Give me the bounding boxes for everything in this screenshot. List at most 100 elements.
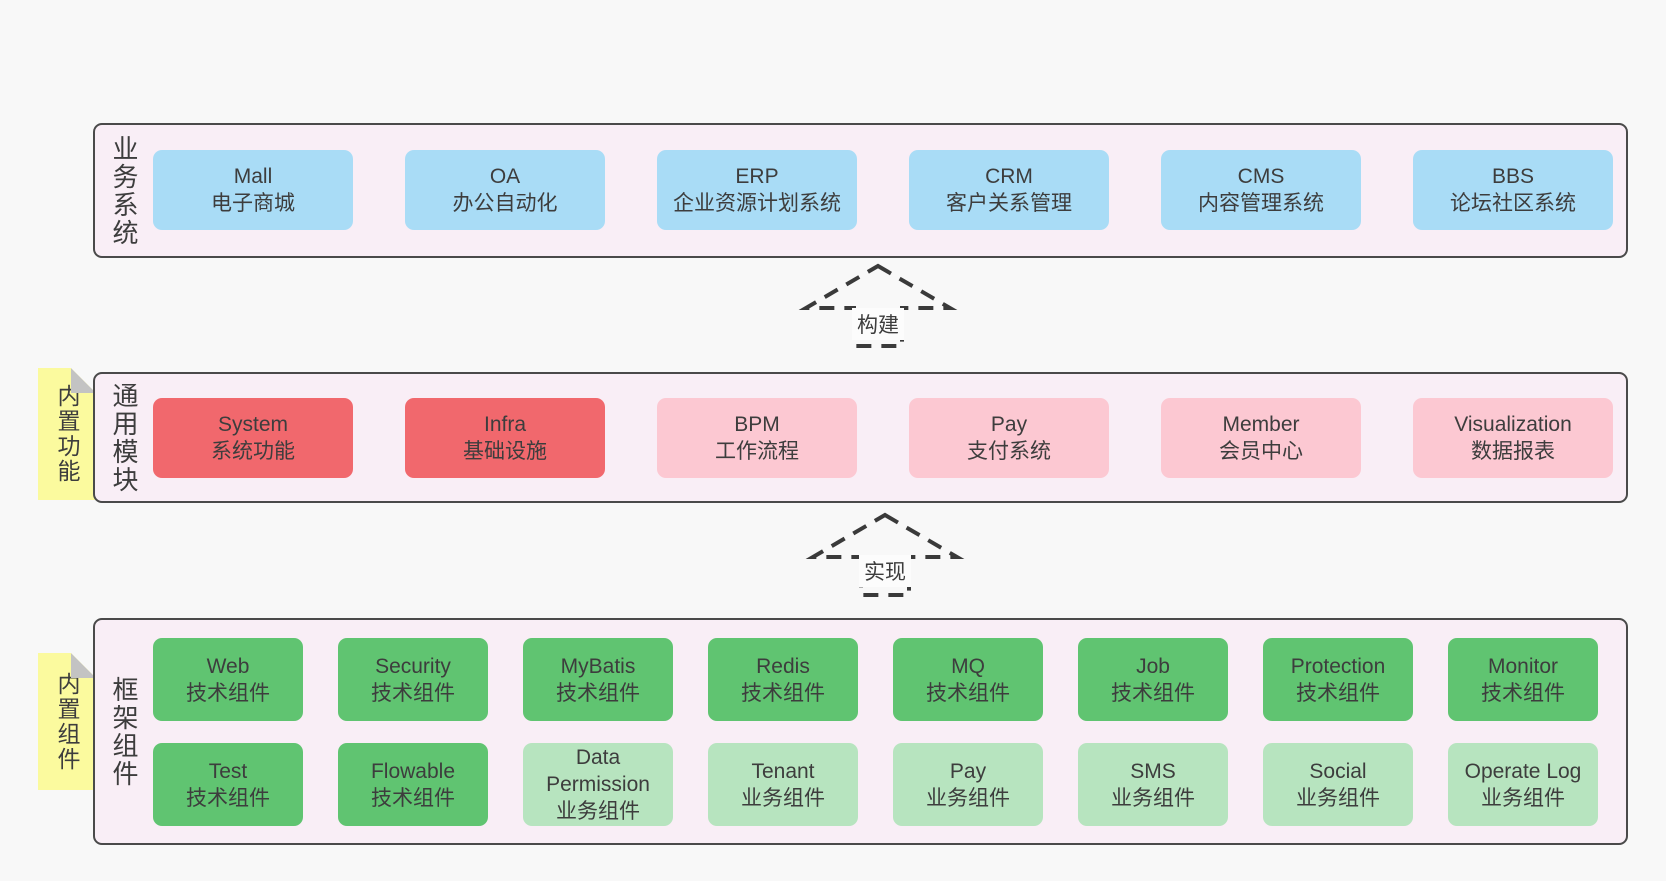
- box-desc: 论坛社区系统: [1450, 192, 1576, 215]
- note-built-in-functions: 内置功能: [38, 368, 96, 500]
- box-member: Member 会员中心: [1161, 398, 1361, 478]
- box-name: Flowable: [370, 759, 456, 783]
- box-desc: 数据报表: [1471, 440, 1555, 463]
- box-tenant: Tenant 业务组件: [708, 743, 858, 826]
- box-infra: Infra 基础设施: [405, 398, 605, 478]
- note-built-in-components: 内置组件: [38, 653, 96, 790]
- box-name: Test: [208, 759, 248, 783]
- box-desc: 技术组件: [186, 786, 270, 810]
- box-desc: 企业资源计划系统: [673, 192, 841, 215]
- box-name: SMS: [1130, 759, 1176, 783]
- box-name: CRM: [985, 165, 1033, 188]
- box-mybatis: MyBatis 技术组件: [523, 638, 673, 721]
- box-name: Visualization: [1454, 413, 1572, 436]
- box-desc: 业务组件: [926, 786, 1010, 810]
- box-desc: 内容管理系统: [1198, 192, 1324, 215]
- box-name: System: [217, 413, 288, 436]
- framework-box-row-1: Web 技术组件 Security 技术组件 MyBatis 技术组件 Redi…: [153, 638, 1598, 721]
- box-name: Job: [1136, 654, 1170, 678]
- box-desc: 技术组件: [556, 681, 640, 705]
- box-desc: 会员中心: [1219, 440, 1303, 463]
- common-box-row: System 系统功能 Infra 基础设施 BPM 工作流程 Pay 支付系统…: [153, 398, 1613, 478]
- box-crm: CRM 客户关系管理: [909, 150, 1109, 230]
- band-framework-components: 框架组件 Web 技术组件 Security 技术组件 MyBatis 技术组件…: [93, 618, 1628, 845]
- box-desc: 技术组件: [1111, 681, 1195, 705]
- box-desc: 业务组件: [1296, 786, 1380, 810]
- box-desc: 电子商城: [211, 192, 295, 215]
- box-cms: CMS 内容管理系统: [1161, 150, 1361, 230]
- box-operate-log: Operate Log 业务组件: [1448, 743, 1598, 826]
- box-name: Infra: [483, 413, 527, 436]
- band-common-label: 通用模块: [109, 381, 139, 494]
- box-visualization: Visualization 数据报表: [1413, 398, 1613, 478]
- box-desc: 办公自动化: [452, 192, 558, 215]
- box-desc: 技术组件: [371, 681, 455, 705]
- box-pay: Pay 支付系统: [909, 398, 1109, 478]
- box-name: Data Permission: [546, 746, 650, 796]
- box-name: Operate Log: [1464, 759, 1582, 783]
- box-data-permission: Data Permission 业务组件: [523, 743, 673, 826]
- box-mq: MQ 技术组件: [893, 638, 1043, 721]
- box-desc: 业务组件: [1481, 786, 1565, 810]
- box-pay-business: Pay 业务组件: [893, 743, 1043, 826]
- note-text: 内置组件: [54, 671, 80, 772]
- band-framework-label: 框架组件: [109, 675, 139, 788]
- box-name: MQ: [951, 654, 985, 678]
- box-name: BBS: [1491, 165, 1535, 188]
- box-desc: 工作流程: [715, 440, 799, 463]
- box-name: OA: [489, 165, 521, 188]
- band-business-systems: 业务系统 Mall 电子商城 OA 办公自动化 ERP 企业资源计划系统 CRM…: [93, 123, 1628, 258]
- box-name: CMS: [1237, 165, 1285, 188]
- band-common-modules: 通用模块 System 系统功能 Infra 基础设施 BPM 工作流程 Pay…: [93, 372, 1628, 503]
- box-test: Test 技术组件: [153, 743, 303, 826]
- box-desc: 技术组件: [1481, 681, 1565, 705]
- note-text: 内置功能: [54, 384, 80, 484]
- box-name: Pay: [990, 413, 1028, 436]
- box-desc: 客户关系管理: [946, 192, 1072, 215]
- box-name: Protection: [1290, 654, 1386, 678]
- box-flowable: Flowable 技术组件: [338, 743, 488, 826]
- arrow-implement-label: 实现: [859, 555, 911, 587]
- box-name: Web: [206, 654, 250, 678]
- box-erp: ERP 企业资源计划系统: [657, 150, 857, 230]
- box-protection: Protection 技术组件: [1263, 638, 1413, 721]
- framework-box-row-2: Test 技术组件 Flowable 技术组件 Data Permission …: [153, 743, 1598, 826]
- box-name: Security: [375, 654, 451, 678]
- box-name: Pay: [949, 759, 987, 783]
- box-redis: Redis 技术组件: [708, 638, 858, 721]
- box-name: MyBatis: [560, 654, 636, 678]
- box-desc: 业务组件: [556, 800, 640, 823]
- box-system: System 系统功能: [153, 398, 353, 478]
- box-sms: SMS 业务组件: [1078, 743, 1228, 826]
- box-desc: 技术组件: [926, 681, 1010, 705]
- box-security: Security 技术组件: [338, 638, 488, 721]
- box-desc: 业务组件: [741, 786, 825, 810]
- box-desc: 技术组件: [1296, 681, 1380, 705]
- box-desc: 基础设施: [463, 440, 547, 463]
- box-desc: 系统功能: [211, 440, 295, 463]
- box-name: ERP: [735, 165, 779, 188]
- business-box-row: Mall 电子商城 OA 办公自动化 ERP 企业资源计划系统 CRM 客户关系…: [153, 150, 1613, 230]
- band-business-label: 业务系统: [109, 134, 139, 247]
- box-desc: 技术组件: [186, 681, 270, 705]
- box-name: Monitor: [1487, 654, 1559, 678]
- box-bpm: BPM 工作流程: [657, 398, 857, 478]
- box-name: Tenant: [751, 759, 815, 783]
- box-oa: OA 办公自动化: [405, 150, 605, 230]
- box-social: Social 业务组件: [1263, 743, 1413, 826]
- box-mall: Mall 电子商城: [153, 150, 353, 230]
- box-monitor: Monitor 技术组件: [1448, 638, 1598, 721]
- box-name: Mall: [233, 165, 273, 188]
- box-desc: 业务组件: [1111, 786, 1195, 810]
- box-job: Job 技术组件: [1078, 638, 1228, 721]
- box-name: Social: [1309, 759, 1367, 783]
- box-name: Member: [1222, 413, 1300, 436]
- box-name: Redis: [756, 654, 810, 678]
- box-desc: 支付系统: [967, 440, 1051, 463]
- box-name: BPM: [734, 413, 780, 436]
- arrow-build-label: 构建: [852, 308, 904, 340]
- box-desc: 技术组件: [741, 681, 825, 705]
- box-web: Web 技术组件: [153, 638, 303, 721]
- box-desc: 技术组件: [371, 786, 455, 810]
